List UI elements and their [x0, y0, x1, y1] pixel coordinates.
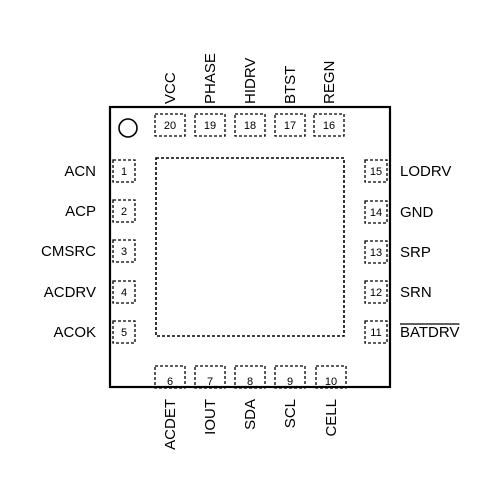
- pin-label-acn: ACN: [64, 163, 96, 180]
- pin-number-17: 17: [284, 120, 296, 132]
- pin-label-acdet: ACDET: [162, 399, 179, 450]
- pin-pad-13: [364, 240, 388, 264]
- pin-pad-4: [112, 280, 136, 304]
- pin-number-11: 11: [370, 327, 381, 339]
- pin-pad-3: [112, 239, 136, 263]
- pin1-indicator-dot: [118, 118, 138, 138]
- pin-number-7: 7: [207, 376, 213, 388]
- pin-number-12: 12: [370, 287, 382, 299]
- pin-label-gnd: GND: [400, 204, 434, 221]
- pin-number-1: 1: [121, 166, 127, 178]
- pin-pad-8: [234, 365, 266, 389]
- pin-label-hidrv: HIDRV: [242, 58, 259, 104]
- pin-number-19: 19: [204, 120, 216, 132]
- pin-label-iout: IOUT: [202, 399, 219, 435]
- pin-pad-1: [112, 159, 136, 183]
- pin-number-14: 14: [370, 207, 382, 219]
- pin-label-btst: BTST: [282, 66, 299, 104]
- pin-label-batdrv: BATDRV: [400, 324, 459, 341]
- pin-label-scl: SCL: [282, 399, 299, 428]
- pin-number-5: 5: [121, 327, 127, 339]
- package-body: [108, 105, 392, 389]
- pin-number-8: 8: [247, 376, 253, 388]
- pin-number-6: 6: [167, 376, 173, 388]
- pin-label-srp: SRP: [400, 244, 431, 261]
- pin-label-lodrv: LODRV: [400, 163, 451, 180]
- pin-pad-10: [315, 365, 347, 389]
- pins-group: 1 ACN 2 ACP 3 CMSRC 4 ACDRV 5 ACOK 11 BATDRV 12 SRN 13…: [41, 53, 460, 450]
- pin-number-2: 2: [121, 206, 127, 218]
- pin-pad-18: [234, 113, 266, 137]
- pin-label-srn: SRN: [400, 284, 432, 301]
- pin-pad-16: [313, 113, 345, 137]
- pin-number-18: 18: [244, 120, 256, 132]
- pin-label-regn: REGN: [321, 61, 338, 104]
- pin-pad-9: [274, 365, 306, 389]
- pin-pad-12: [364, 280, 388, 304]
- pin-pad-2: [112, 199, 136, 223]
- pin-pad-17: [274, 113, 306, 137]
- pin-pad-11: [364, 320, 388, 344]
- pin-number-3: 3: [121, 246, 127, 258]
- pin-number-20: 20: [164, 120, 176, 132]
- pin-label-acok: ACOK: [53, 324, 96, 341]
- pin-number-15: 15: [370, 166, 382, 178]
- pin-label-vcc: VCC: [162, 72, 179, 104]
- pin-pad-7: [194, 365, 226, 389]
- pin-label-cell: CELL: [323, 399, 340, 437]
- pin-label-phase: PHASE: [202, 53, 219, 104]
- pin-label-acp: ACP: [65, 203, 96, 220]
- pin-number-13: 13: [370, 247, 382, 259]
- pin-pad-14: [364, 200, 388, 224]
- pin-pad-19: [194, 113, 226, 137]
- pin-number-9: 9: [287, 376, 293, 388]
- pin-pad-6: [154, 365, 186, 389]
- pin-number-4: 4: [121, 287, 127, 299]
- thermal-pad: [155, 157, 345, 337]
- pin-label-sda: SDA: [242, 399, 259, 430]
- pin-pad-5: [112, 320, 136, 344]
- pin-pad-20: [154, 113, 186, 137]
- pin-label-cmsrc: CMSRC: [41, 243, 96, 260]
- pin-number-16: 16: [323, 120, 335, 132]
- pin-label-acdrv: ACDRV: [44, 284, 96, 301]
- pin-pad-15: [364, 159, 388, 183]
- pin-number-10: 10: [325, 376, 337, 388]
